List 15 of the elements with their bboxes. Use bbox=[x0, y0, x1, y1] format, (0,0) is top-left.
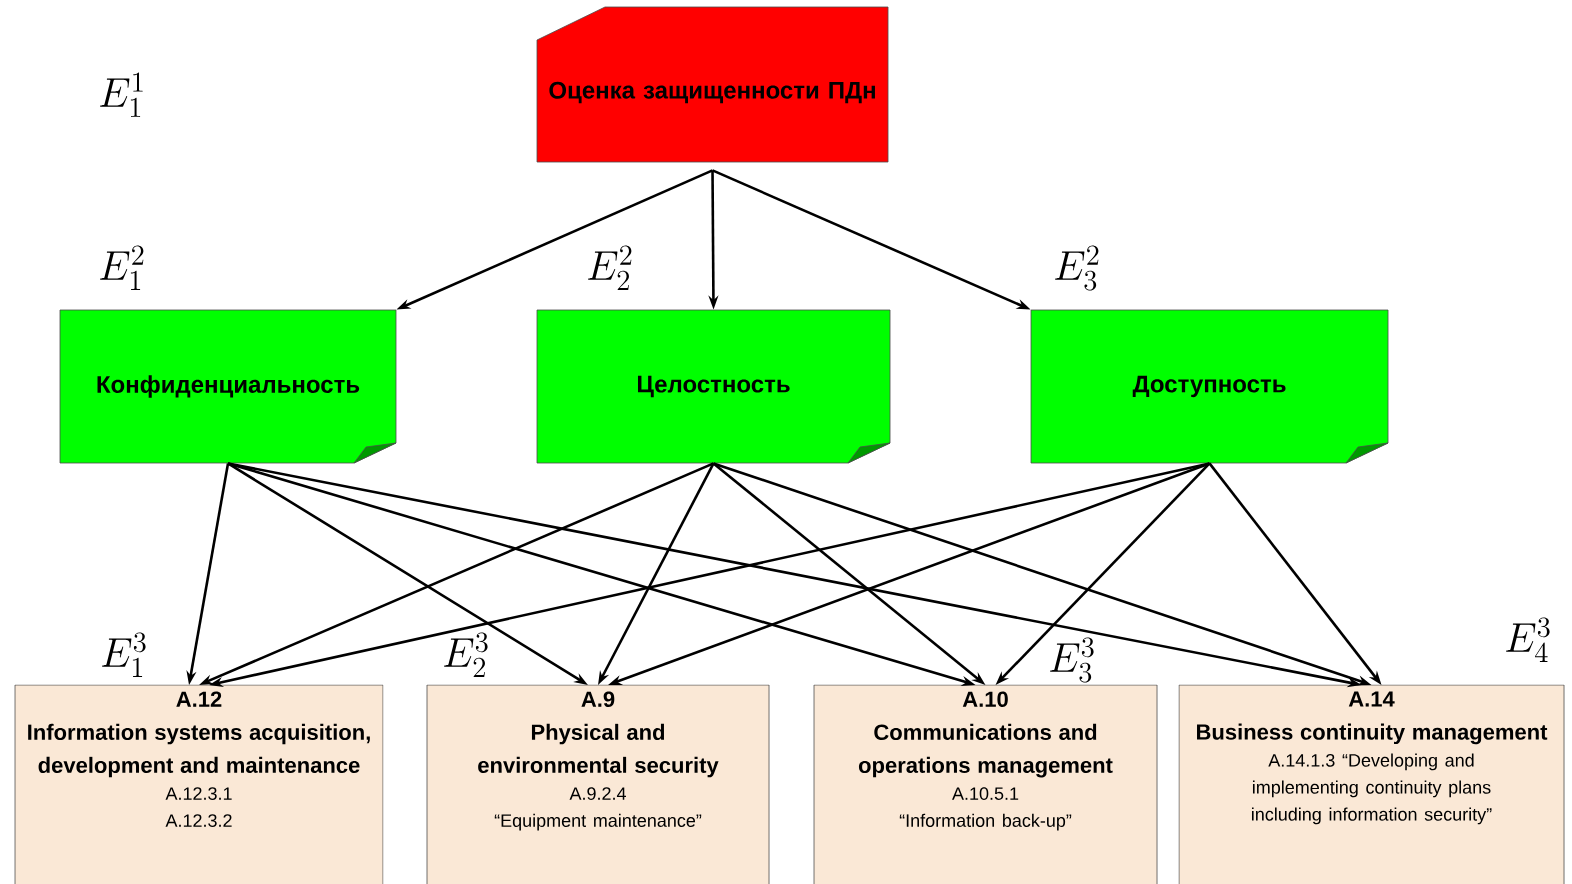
requirement-box: A.14 Business continuity management A.14.1.3 “Developing and implementing continuity plans including information security” bbox=[1178, 684, 1565, 884]
note-box: Целостность bbox=[536, 309, 891, 464]
level-label: $E_1^2$ bbox=[100, 245, 144, 290]
requirement-box: A.10 Communications and operations management A.10.5.1 “Information back-up” bbox=[813, 684, 1158, 884]
assessment-box: Оценка защищенности ПДн bbox=[536, 6, 889, 163]
level-label: $E_2^2$ bbox=[588, 245, 632, 290]
level-label: $E_2^3$ bbox=[444, 632, 488, 677]
level-label: $E_1^1$ bbox=[100, 72, 143, 117]
level-label: $E_3^3$ bbox=[1050, 637, 1094, 683]
note-box: Конфиденциальность bbox=[59, 309, 397, 464]
level-label: $E_3^2$ bbox=[1055, 245, 1099, 291]
requirement-box: A.12 Information systems acquisition, development and maintenance A.12.3.1 A.12.3.2 bbox=[14, 684, 384, 884]
requirement-box: A.9 Physical and environmental security A.9.2.4 “Equipment maintenance” bbox=[426, 684, 770, 884]
level-label: $E_4^3$ bbox=[1506, 617, 1550, 662]
note-box: Доступность bbox=[1030, 309, 1389, 464]
